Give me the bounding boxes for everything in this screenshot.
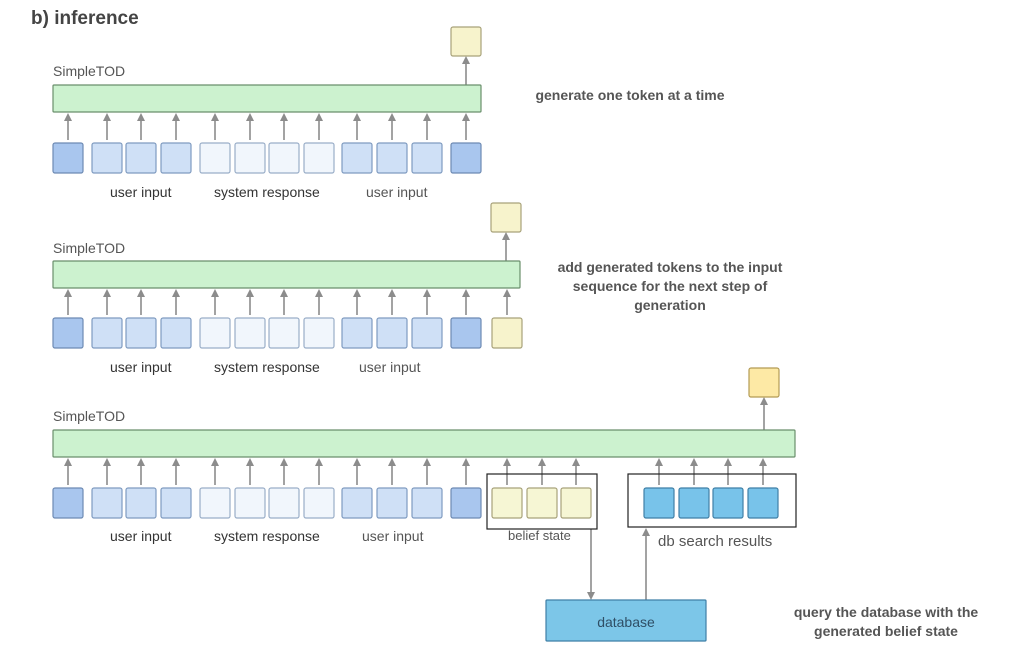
model-bar-3 [52, 429, 796, 458]
model-label-1: SimpleTOD [53, 63, 126, 79]
system-response-label-2: system response [214, 359, 320, 375]
token-p3-7 [268, 487, 300, 519]
model-label-3: SimpleTOD [53, 408, 126, 424]
output-token-3 [748, 367, 780, 398]
db-token-1 [643, 487, 675, 519]
db-token-3 [712, 487, 744, 519]
token-p2-9 [341, 317, 373, 349]
token-p2-5 [199, 317, 231, 349]
token-p3-2 [91, 487, 123, 519]
section-title: b) inference [31, 8, 139, 29]
token-p2-8 [303, 317, 335, 349]
model-bar-1 [52, 84, 482, 113]
system-response-label-1: system response [214, 184, 320, 200]
token-p1-12 [450, 142, 482, 174]
token-p1-1 [52, 142, 84, 174]
token-p3-12 [450, 487, 482, 519]
token-p1-4 [160, 142, 192, 174]
token-p1-8 [303, 142, 335, 174]
user-input-label-2a: user input [110, 359, 172, 375]
model-bar-2 [52, 260, 521, 289]
token-p2-13 [491, 317, 523, 349]
token-p1-9 [341, 142, 373, 174]
belief-state-label: belief state [508, 528, 571, 543]
note-query-database: query the database with the generated be… [793, 604, 979, 639]
token-p3-3 [125, 487, 157, 519]
token-p2-12 [450, 317, 482, 349]
token-p2-4 [160, 317, 192, 349]
token-p3-5 [199, 487, 231, 519]
output-token-2 [490, 202, 522, 233]
output-token-1 [450, 26, 482, 57]
token-p1-3 [125, 142, 157, 174]
user-input-label-3b: user input [362, 528, 424, 544]
token-p2-11 [411, 317, 443, 349]
token-p2-6 [234, 317, 266, 349]
token-p1-5 [199, 142, 231, 174]
token-p1-11 [411, 142, 443, 174]
db-search-results-label: db search results [658, 533, 773, 550]
model-label-2: SimpleTOD [53, 240, 126, 256]
db-token-4 [747, 487, 779, 519]
token-p3-15 [560, 487, 592, 519]
database-label: database [597, 614, 655, 630]
token-p2-7 [268, 317, 300, 349]
token-p2-10 [376, 317, 408, 349]
database-box [545, 599, 707, 642]
token-p1-2 [91, 142, 123, 174]
user-input-label-3a: user input [110, 528, 172, 544]
token-p1-7 [268, 142, 300, 174]
token-p2-3 [125, 317, 157, 349]
token-p1-10 [376, 142, 408, 174]
system-response-label-3: system response [214, 528, 320, 544]
token-p3-9 [341, 487, 373, 519]
note-generate: generate one token at a time [535, 87, 725, 103]
token-p3-1 [52, 487, 84, 519]
token-p3-13 [491, 487, 523, 519]
token-p3-14 [526, 487, 558, 519]
user-input-label-1a: user input [110, 184, 172, 200]
token-p1-6 [234, 142, 266, 174]
token-p2-1 [52, 317, 84, 349]
token-p3-10 [376, 487, 408, 519]
token-p3-11 [411, 487, 443, 519]
db-token-2 [678, 487, 710, 519]
belief-state-box [486, 473, 598, 530]
token-p2-2 [91, 317, 123, 349]
token-p3-4 [160, 487, 192, 519]
token-p3-8 [303, 487, 335, 519]
user-input-label-1b: user input [366, 184, 428, 200]
note-add-tokens: add generated tokens to the input sequen… [557, 259, 783, 313]
token-p3-6 [234, 487, 266, 519]
user-input-label-2b: user input [359, 359, 421, 375]
db-results-box [627, 473, 797, 528]
